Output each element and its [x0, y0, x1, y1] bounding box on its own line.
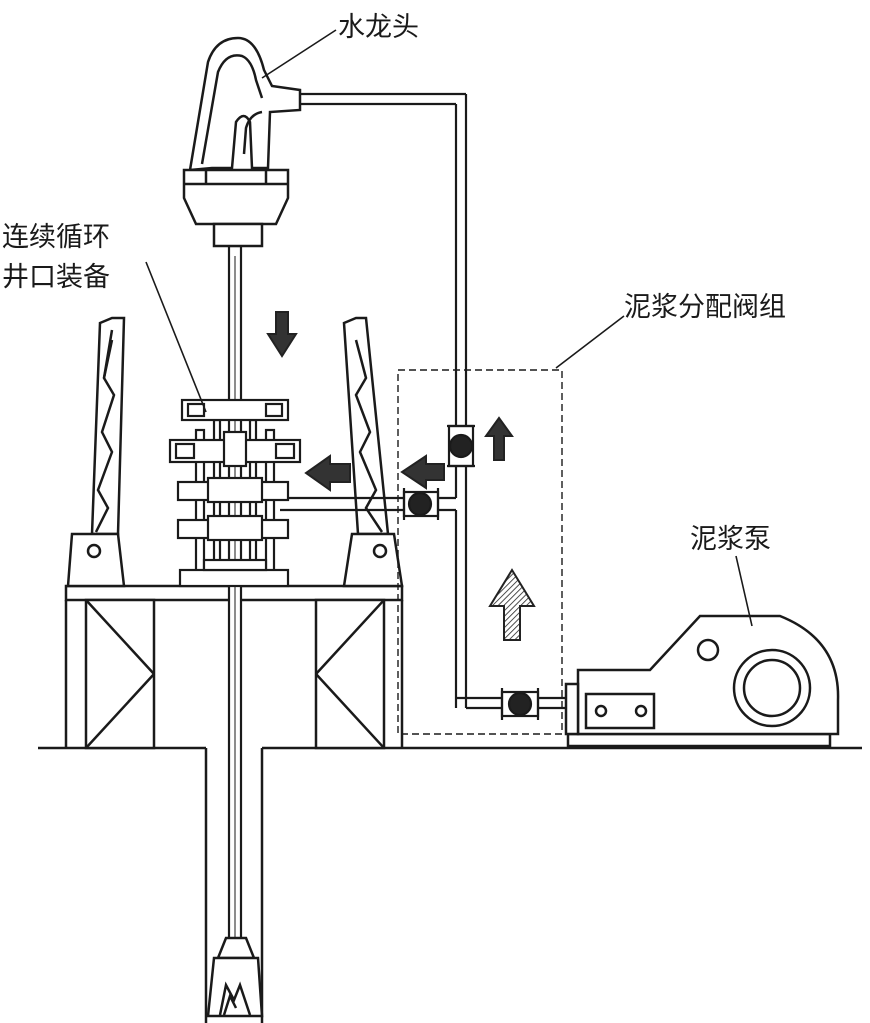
mud-pump: [564, 614, 840, 748]
drill-floor: [64, 584, 404, 750]
manifold-boundary: [397, 369, 563, 735]
label-manifold: 泥浆分配阀组: [624, 292, 786, 323]
label-swivel: 水龙头: [338, 12, 419, 43]
drill-bit: [206, 936, 264, 1018]
arrow-up-small: [484, 416, 514, 461]
label-wellhead-line1: 连续循环: [2, 222, 110, 253]
left-derrick-leg: [66, 316, 126, 588]
arrow-left-1: [304, 454, 351, 492]
manifold-valves: [402, 424, 540, 720]
arrow-down: [266, 311, 298, 358]
swivel: [182, 36, 302, 248]
label-wellhead-line2: 井口装备: [2, 262, 110, 293]
right-derrick-leg: [342, 316, 404, 588]
ground: [38, 746, 862, 1023]
wellhead-stack: [168, 398, 302, 588]
arrow-up-hatched: [488, 568, 536, 641]
leader-lines: [145, 29, 753, 627]
label-pump: 泥浆泵: [690, 524, 771, 555]
flow-arrows: [266, 311, 536, 641]
drill-string: [227, 244, 243, 960]
arrow-left-2: [400, 454, 445, 490]
